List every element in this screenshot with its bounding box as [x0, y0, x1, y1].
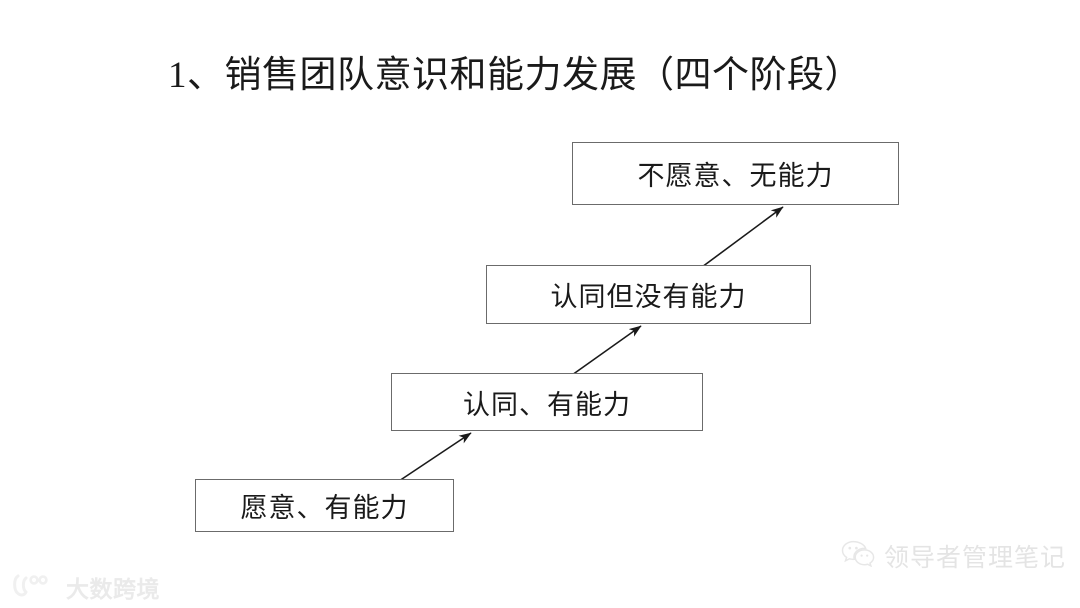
watermark-right-text: 领导者管理笔记 [883, 544, 1066, 572]
stage-label: 愿意、有能力 [240, 493, 409, 523]
watermark-right: 领导者管理笔记 [841, 538, 1066, 574]
stage-label: 认同、有能力 [463, 389, 631, 420]
watermark-left-text: 大数跨境 [66, 576, 160, 602]
stage-box-willing-capable: 愿意、有能力 [195, 479, 454, 532]
arrow-stage3-to-stage4 [701, 206, 784, 268]
stage-box-agree-capable: 认同、有能力 [391, 373, 703, 431]
arrow-stage2-to-stage3 [571, 325, 642, 376]
arrow-stage1-to-stage2 [398, 432, 472, 482]
stage-box-agree-not-capable: 认同但没有能力 [486, 265, 811, 324]
stage-label: 不愿意、无能力 [637, 161, 834, 191]
dashukuajing-logo-icon [12, 572, 58, 603]
stage-box-unwilling-incapable: 不愿意、无能力 [572, 142, 899, 205]
stage-label: 认同但没有能力 [550, 282, 747, 312]
page-title: 1、销售团队意识和能力发展（四个阶段） [168, 55, 862, 96]
wechat-icon [841, 540, 875, 572]
watermark-left: 大数跨境 [12, 570, 160, 604]
